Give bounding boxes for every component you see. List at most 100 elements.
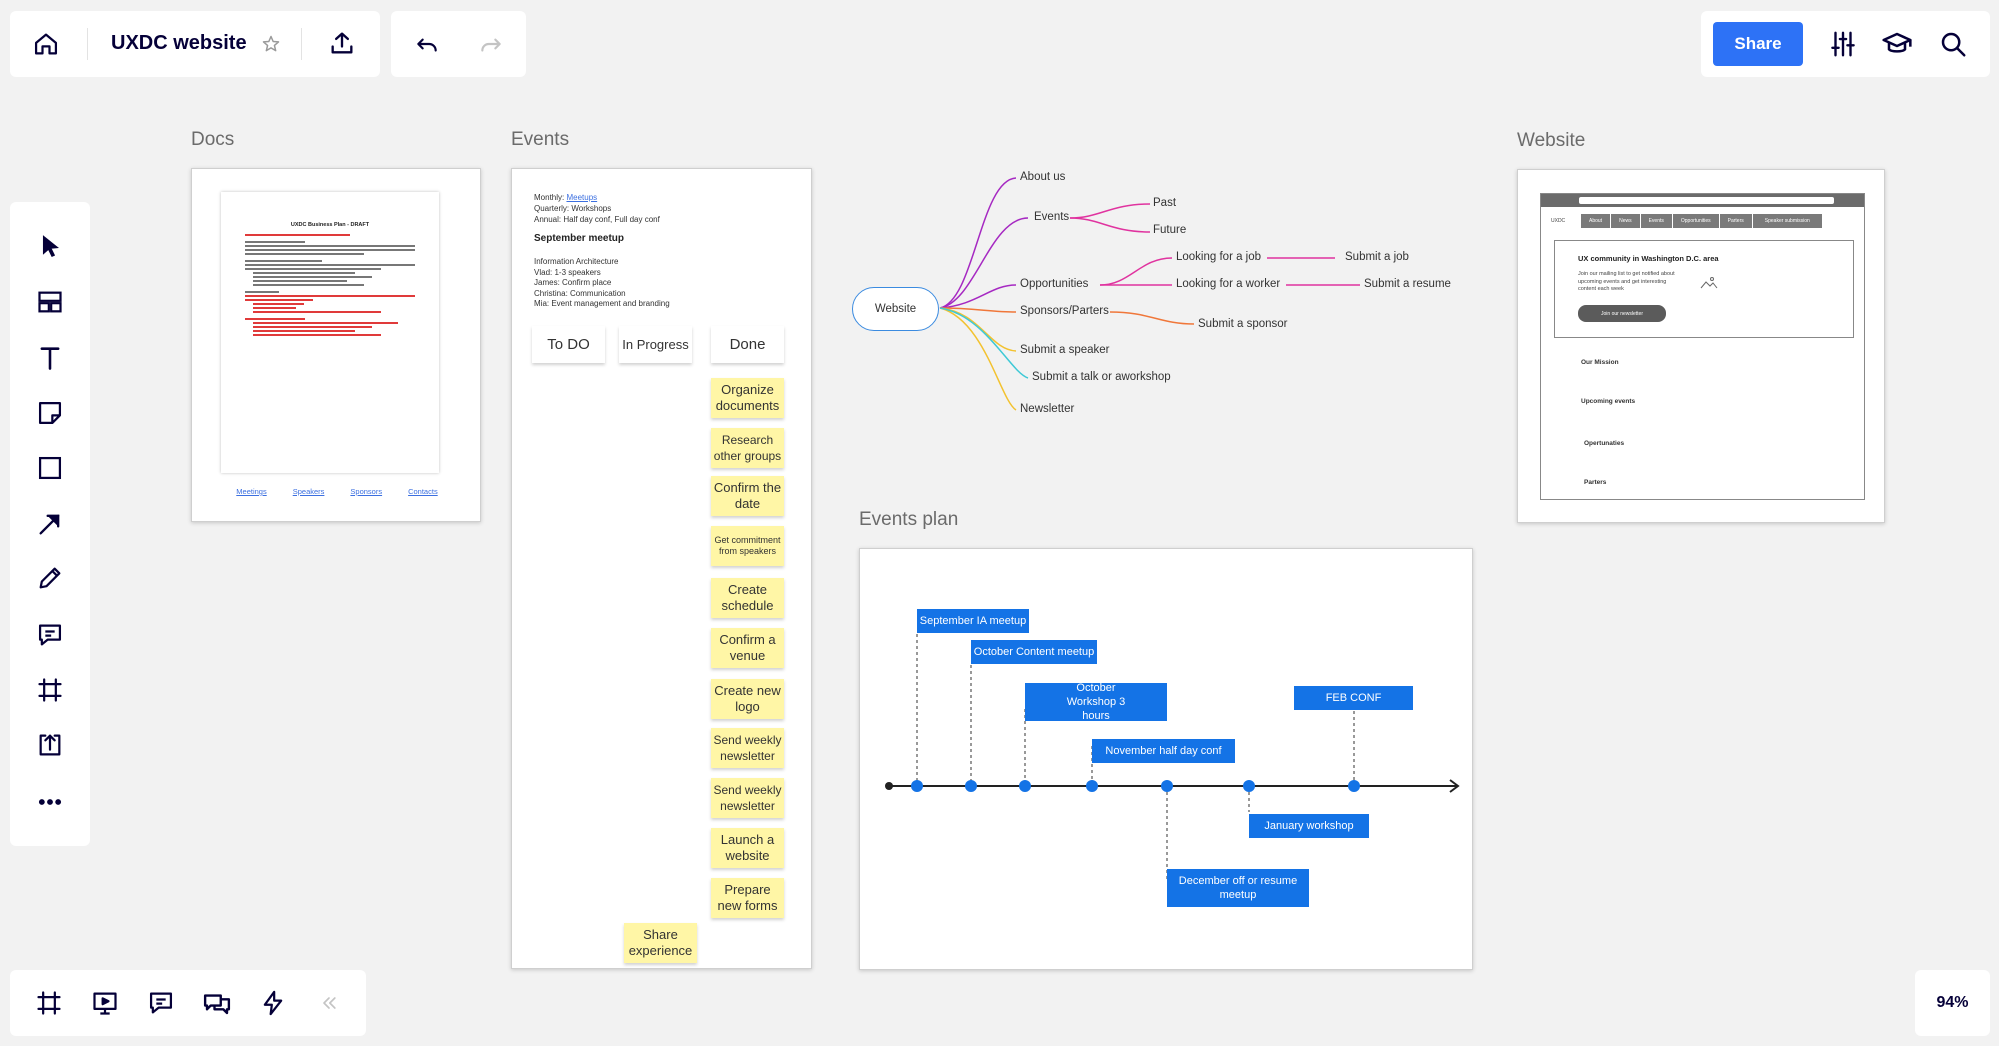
frame-label-docs[interactable]: Docs — [191, 129, 235, 150]
timeline-event[interactable]: November half day conf — [1092, 739, 1235, 763]
link-sponsors[interactable]: Sponsors — [350, 487, 383, 496]
mindmap-node[interactable]: Events — [1034, 211, 1070, 223]
column-todo[interactable]: To DO — [532, 326, 605, 363]
frames-icon — [37, 991, 61, 1015]
export-button[interactable] — [325, 26, 359, 60]
sticky-note[interactable]: Launch a website — [711, 828, 784, 868]
redo-button[interactable] — [475, 28, 507, 60]
presentation-button[interactable] — [86, 984, 124, 1022]
upload-icon — [331, 32, 353, 54]
nav-item[interactable]: Opportunities — [1672, 214, 1719, 228]
sticky-note[interactable]: Prepare new forms — [711, 878, 784, 918]
upload-tool[interactable] — [30, 725, 70, 765]
mindmap-node[interactable]: Submit a talk or aworkshop — [1032, 371, 1171, 383]
hero-button[interactable]: Join our newsletter — [1578, 305, 1666, 322]
timeline-event[interactable]: FEB CONF — [1294, 686, 1413, 710]
hero-title: UX community in Washington D.C. area — [1578, 254, 1719, 263]
mindmap-node[interactable]: Past — [1153, 197, 1177, 209]
mindmap-node[interactable]: Looking for a worker — [1176, 278, 1281, 290]
sticky-note[interactable]: Create schedule — [711, 578, 784, 618]
link-meetings[interactable]: Meetings — [236, 487, 267, 496]
timeline-event[interactable]: October Content meetup — [971, 640, 1097, 664]
sticky-note[interactable]: Send weekly newsletter — [711, 728, 784, 768]
mindmap-root-node[interactable]: Website — [852, 287, 939, 331]
mindmap-node[interactable]: Submit a sponsor — [1198, 318, 1288, 330]
pen-icon — [39, 567, 61, 589]
wireframe-section: Upcoming events — [1581, 398, 1636, 405]
connector-tool[interactable] — [30, 504, 70, 544]
nav-item[interactable]: About — [1581, 214, 1611, 228]
comments-button[interactable] — [142, 984, 180, 1022]
mindmap-node[interactable]: Submit a resume — [1364, 278, 1451, 290]
comment-tool[interactable] — [30, 615, 70, 655]
apps-button[interactable] — [254, 984, 292, 1022]
meetups-link[interactable]: Meetups — [566, 193, 598, 202]
sticky-note[interactable]: Send weekly newsletter — [711, 778, 784, 818]
zoom-control[interactable]: 94% — [1915, 970, 1990, 1036]
pen-tool[interactable] — [30, 558, 70, 598]
website-frame[interactable]: UXDC About News Events Opportunities Par… — [1517, 169, 1885, 523]
collapse-toolbar-button[interactable] — [316, 990, 342, 1016]
star-button[interactable] — [259, 32, 283, 56]
column-done[interactable]: Done — [711, 326, 784, 363]
timeline-event[interactable]: September IA meetup — [917, 609, 1029, 633]
sticky-note[interactable]: Research other groups — [711, 428, 784, 468]
document-links: Meetings Speakers Sponsors Contacts — [192, 487, 482, 496]
events-frame[interactable]: Monthly: Meetups Quarterly: Workshops An… — [511, 168, 812, 969]
role-line: Vlad: 1-3 speakers — [534, 267, 601, 277]
shape-tool[interactable] — [30, 448, 70, 488]
events-plan-frame[interactable]: September IA meetup October Content meet… — [859, 548, 1473, 970]
nav-item[interactable]: Events — [1640, 214, 1672, 228]
mindmap-node[interactable]: Future — [1153, 224, 1187, 236]
frame-label-events[interactable]: Events — [511, 129, 570, 150]
home-button[interactable] — [30, 28, 62, 60]
sticky-note[interactable]: Confirm the date — [711, 476, 784, 516]
timeline-event[interactable]: December off or resume meetup — [1167, 869, 1309, 907]
nav-item[interactable]: Parters — [1719, 214, 1752, 228]
frame-label-events-plan[interactable]: Events plan — [859, 509, 959, 530]
header-divider — [301, 28, 302, 60]
column-in-progress[interactable]: In Progress — [619, 326, 692, 363]
mindmap-node[interactable]: Looking for a job — [1176, 251, 1262, 263]
board-title[interactable]: UXDC website — [111, 32, 247, 54]
mindmap-node[interactable]: Submit a speaker — [1020, 344, 1110, 356]
mindmap-node[interactable]: About us — [1020, 171, 1066, 183]
sticky-note[interactable]: Confirm a venue — [711, 628, 784, 668]
mindmap-node[interactable]: Submit a job — [1345, 251, 1409, 263]
mindmap-node[interactable]: Opportunities — [1020, 278, 1089, 290]
docs-frame[interactable]: UXDC Business Plan - DRAFT Meetings Spea… — [191, 168, 481, 522]
nav-item[interactable]: News — [1611, 214, 1640, 228]
wireframe-browser[interactable]: UXDC About News Events Opportunities Par… — [1540, 193, 1865, 500]
share-button[interactable]: Share — [1713, 22, 1803, 66]
nav-item[interactable]: Speaker submission — [1752, 214, 1822, 228]
learning-button[interactable] — [1879, 26, 1915, 62]
home-icon — [34, 33, 58, 55]
chat-button[interactable] — [198, 984, 236, 1022]
sticky-note-tool[interactable] — [30, 393, 70, 433]
quarterly-text: Quarterly: Workshops — [534, 204, 612, 213]
timeline-event[interactable]: October Workshop 3 hours — [1025, 682, 1167, 722]
templates-tool[interactable] — [30, 282, 70, 322]
frame-label-website[interactable]: Website — [1517, 130, 1586, 151]
undo-button[interactable] — [411, 28, 443, 60]
text-tool[interactable] — [30, 338, 70, 378]
link-speakers[interactable]: Speakers — [292, 487, 325, 496]
cursor-icon — [42, 235, 59, 258]
sticky-note[interactable]: Organize documents — [711, 378, 784, 418]
link-contacts[interactable]: Contacts — [408, 487, 438, 496]
frames-button[interactable] — [30, 984, 68, 1022]
document-page[interactable]: UXDC Business Plan - DRAFT — [221, 192, 439, 473]
sticky-note[interactable]: Create new logo — [711, 679, 784, 719]
settings-button[interactable] — [1825, 26, 1861, 62]
mindmap-node[interactable]: Sponsors/Parters — [1020, 305, 1109, 317]
more-tools-button[interactable] — [30, 782, 70, 822]
document-title: UXDC Business Plan - DRAFT — [290, 222, 370, 228]
select-tool[interactable] — [30, 226, 70, 266]
search-button[interactable] — [1935, 26, 1971, 62]
timeline-event[interactable]: January workshop — [1249, 814, 1369, 838]
sticky-note[interactable]: Share experience — [624, 923, 697, 963]
undo-icon — [417, 38, 437, 52]
mindmap-node[interactable]: Newsletter — [1020, 403, 1075, 415]
frame-tool[interactable] — [30, 670, 70, 710]
sticky-note[interactable]: Get commitment from speakers — [711, 526, 784, 566]
